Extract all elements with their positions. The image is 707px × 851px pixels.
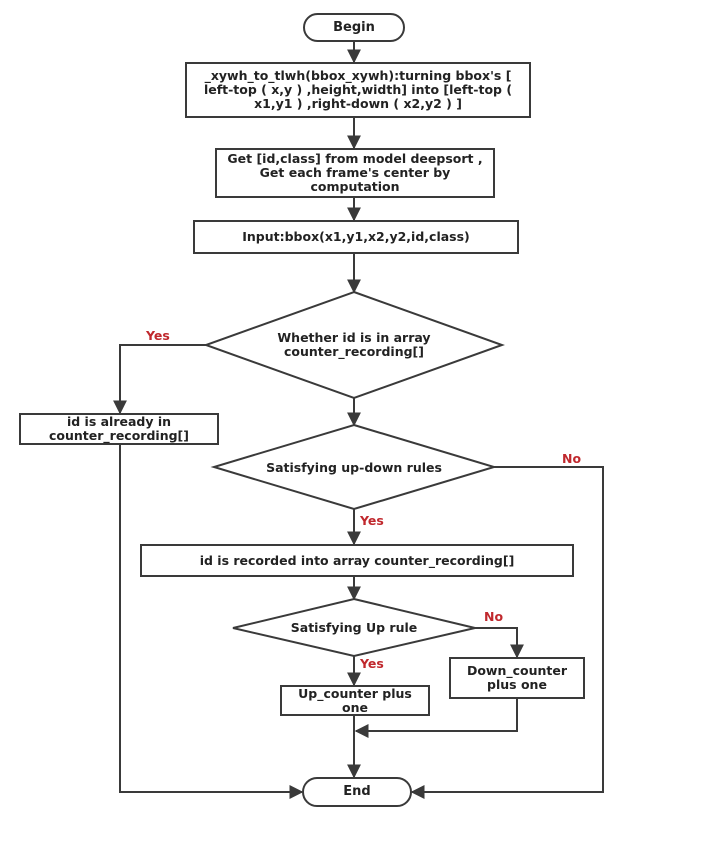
begin-node: Begin	[303, 13, 405, 42]
down-counter-node: Down_counter plus one	[449, 657, 585, 699]
input-bbox-label: Input:bbox(x1,y1,x2,y2,id,class)	[242, 229, 470, 244]
decision-updown-label: Satisfying up-down rules	[266, 460, 442, 475]
convert-bbox-label: _xywh_to_tlwh(bbox_xywh):turning bbox's …	[203, 68, 513, 111]
begin-label: Begin	[333, 19, 375, 35]
up-counter-label: Up_counter plus one	[298, 685, 412, 715]
up-counter-node: Up_counter plus one	[280, 685, 430, 716]
end-node: End	[302, 777, 412, 807]
already-in-array-label: id is already in counter_recording[]	[49, 414, 189, 443]
edge-label-up-yes: Yes	[360, 656, 384, 671]
decision-in-array-label: Whether id is in array counter_recording…	[277, 330, 431, 359]
edge-updown-no-to-end	[410, 466, 604, 799]
edge-label-up-no: No	[484, 609, 504, 624]
get-id-class-node: Get [id,class] from model deepsort , Get…	[215, 148, 495, 198]
end-label: End	[343, 784, 371, 799]
edge-up-no-to-down	[475, 627, 524, 659]
edge-label-in-array-yes: Yes	[146, 328, 170, 343]
input-bbox-node: Input:bbox(x1,y1,x2,y2,id,class)	[193, 220, 519, 254]
edge-label-updown-no: No	[562, 451, 582, 466]
get-id-class-label: Get [id,class] from model deepsort , Get…	[227, 151, 483, 194]
edge-down-to-merge	[354, 699, 518, 738]
down-counter-label: Down_counter plus one	[466, 663, 568, 692]
recorded-into-array-node: id is recorded into array counter_record…	[140, 544, 574, 577]
edge-already-to-end	[119, 445, 304, 799]
edge-decision-yes-to-already	[113, 344, 215, 415]
decision-updown-shape	[210, 423, 498, 511]
convert-bbox-node: _xywh_to_tlwh(bbox_xywh):turning bbox's …	[185, 62, 531, 118]
recorded-into-array-label: id is recorded into array counter_record…	[199, 552, 515, 568]
already-in-array-node: id is already in counter_recording[]	[19, 413, 219, 445]
decision-up-shape	[232, 597, 476, 658]
decision-in-array-shape	[203, 290, 505, 400]
edge-label-updown-yes: Yes	[360, 513, 384, 528]
decision-up-label: Satisfying Up rule	[290, 620, 418, 635]
